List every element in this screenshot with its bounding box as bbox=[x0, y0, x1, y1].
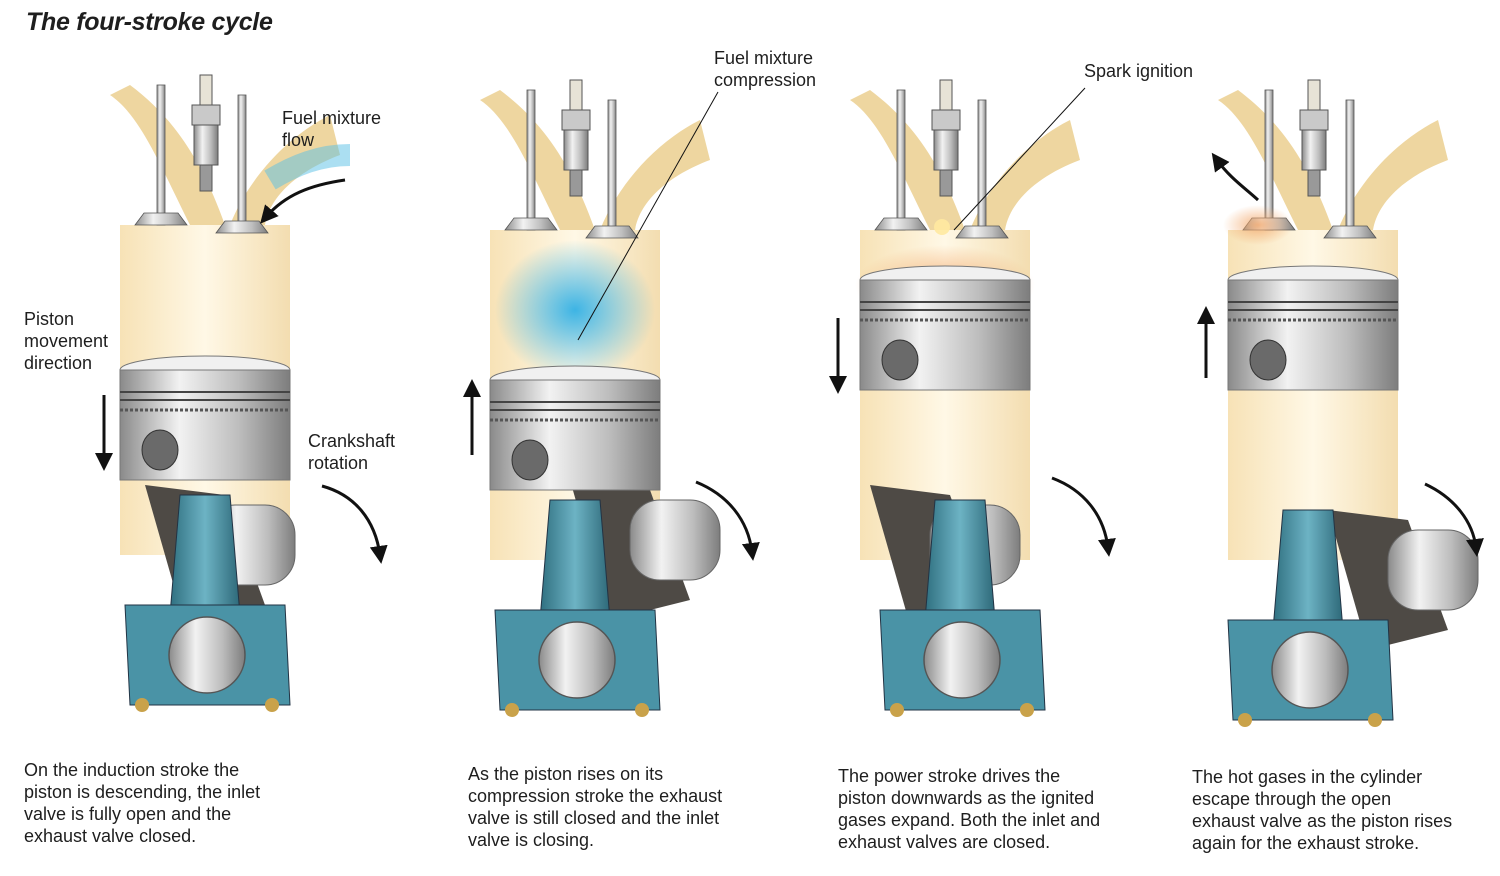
stage-2-compression bbox=[479, 79, 721, 718]
crank-arrow-1 bbox=[321, 484, 388, 564]
crankshaft-label: Crankshaft rotation bbox=[308, 431, 396, 473]
stage-3-power bbox=[849, 79, 1081, 718]
caption-power: The power stroke drives the piston downw… bbox=[838, 766, 1101, 852]
caption-induction: On the induction stroke the piston is de… bbox=[24, 760, 261, 846]
caption-compression: As the piston rises on its compression s… bbox=[468, 764, 723, 850]
compression-label: Fuel mixture compression bbox=[714, 48, 817, 90]
compression-leader bbox=[577, 91, 719, 341]
spark-label: Spark ignition bbox=[1084, 61, 1194, 81]
stage-4-exhaust bbox=[1217, 79, 1479, 728]
fuel-flow-arrow bbox=[260, 178, 346, 224]
caption-exhaust: The hot gases in the cylinder escape thr… bbox=[1192, 767, 1453, 853]
exhaust-flow-arrow bbox=[1211, 152, 1260, 202]
crank-arrow-3 bbox=[1051, 476, 1116, 557]
crank-arrow-2 bbox=[695, 480, 760, 561]
fuel-flow-label: Fuel mixture flow bbox=[282, 108, 382, 150]
page-title: The four-stroke cycle bbox=[26, 8, 273, 36]
crank-arrow-4 bbox=[1424, 482, 1484, 557]
stage-1-induction bbox=[109, 74, 351, 713]
piston-direction-label: Piston movement direction bbox=[24, 309, 109, 373]
spark-leader bbox=[953, 87, 1086, 231]
